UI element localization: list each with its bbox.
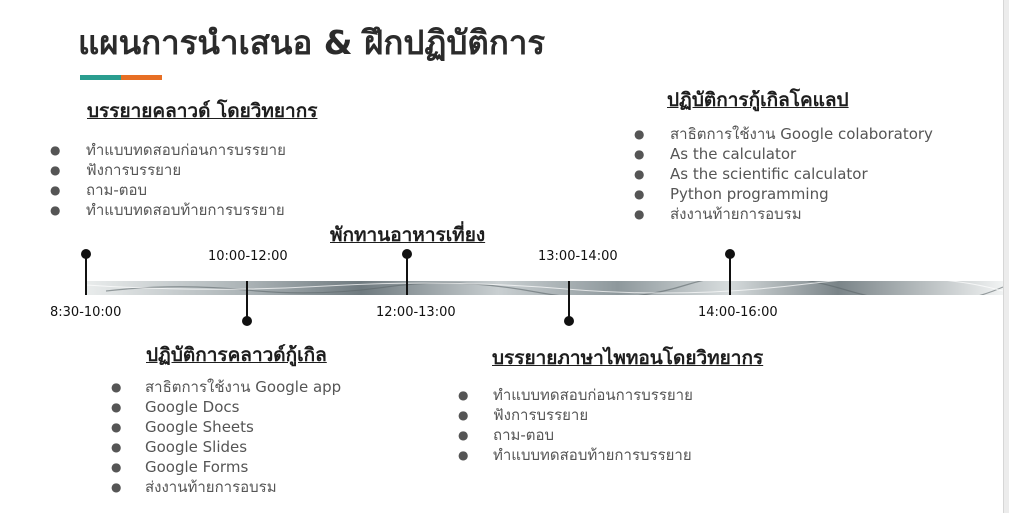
timeline-stem-2	[246, 281, 248, 319]
list-item: ●As the calculator	[634, 145, 797, 163]
timeline-stem-1	[85, 254, 87, 295]
timeline-band	[86, 281, 1003, 295]
bullet-icon: ●	[634, 187, 645, 201]
timeline-stem-5	[729, 254, 731, 295]
list-item: ●สาธิตการใช้งาน Google app	[111, 378, 342, 396]
bullet-icon: ●	[111, 440, 122, 454]
list-item: ●Python programming	[634, 185, 829, 203]
accent-orange-segment	[121, 75, 162, 80]
list-lecture-python: ●ทำแบบทดสอบก่อนการบรรยาย ●ฟังการบรรยาย ●…	[458, 385, 693, 465]
list-item: ●ถาม-ตอบ	[458, 426, 555, 444]
bullet-icon: ●	[634, 127, 645, 141]
list-item: ●Google Docs	[111, 398, 240, 416]
list-practice-cloud: ●สาธิตการใช้งาน Google app ●Google Docs …	[111, 377, 341, 497]
time-label-5: 14:00-16:00	[698, 305, 778, 320]
time-label-3: 12:00-13:00	[376, 305, 456, 320]
list-item: ●Google Sheets	[111, 418, 254, 436]
list-item: ●สาธิตการใช้งาน Google colaboratory	[634, 125, 933, 143]
heading-lecture-python: บรรยายภาษาไพทอนโดยวิทยากร	[492, 347, 764, 369]
bullet-icon: ●	[634, 147, 645, 161]
bullet-icon: ●	[634, 207, 645, 221]
bullet-icon: ●	[50, 163, 61, 177]
heading-practice-cloud: ปฏิบัติการคลาวด์กู้เกิล	[146, 344, 327, 366]
list-item: ●ส่งงานท้ายการอบรม	[111, 478, 277, 496]
timeline-stem-3	[406, 254, 408, 295]
list-item: ●ส่งงานท้ายการอบรม	[634, 205, 802, 223]
list-practice-colab: ●สาธิตการใช้งาน Google colaboratory ●As …	[634, 124, 933, 224]
accent-teal-segment	[80, 75, 121, 80]
slide-title: แผนการนำเสนอ & ฝึกปฏิบัติการ	[78, 23, 546, 62]
list-item: ●ทำแบบทดสอบท้ายการบรรยาย	[50, 201, 285, 219]
title-accent-bar	[80, 75, 162, 80]
bullet-icon: ●	[458, 448, 469, 462]
timeline-dot-2	[242, 316, 252, 326]
bullet-icon: ●	[50, 183, 61, 197]
heading-lecture-cloud: บรรยายคลาวด์ โดยวิทยากร	[87, 100, 318, 122]
timeline-dot-4	[564, 316, 574, 326]
bullet-icon: ●	[50, 203, 61, 217]
list-item: ●ถาม-ตอบ	[50, 181, 148, 199]
bullet-icon: ●	[458, 388, 469, 402]
heading-practice-colab: ปฏิบัติการกู้เกิลโคแลป	[667, 89, 849, 111]
bullet-icon: ●	[50, 143, 61, 157]
heading-lunch-break: พักทานอาหารเที่ยง	[330, 224, 486, 246]
list-item: ●ทำแบบทดสอบก่อนการบรรยาย	[50, 141, 286, 159]
bullet-icon: ●	[111, 480, 122, 494]
time-label-4: 13:00-14:00	[538, 249, 618, 264]
bullet-icon: ●	[458, 428, 469, 442]
list-item: ●ฟังการบรรยาย	[50, 161, 182, 179]
bullet-icon: ●	[111, 460, 122, 474]
list-item: ●Google Slides	[111, 438, 248, 456]
list-item: ●Google Forms	[111, 458, 249, 476]
bullet-icon: ●	[111, 420, 122, 434]
list-item: ●ทำแบบทดสอบท้ายการบรรยาย	[458, 446, 692, 464]
list-lecture-cloud: ●ทำแบบทดสอบก่อนการบรรยาย ●ฟังการบรรยาย ●…	[50, 140, 286, 220]
bullet-icon: ●	[634, 167, 645, 181]
timeline-stem-4	[568, 281, 570, 319]
time-label-2: 10:00-12:00	[208, 249, 288, 264]
list-item: ●ฟังการบรรยาย	[458, 406, 589, 424]
time-label-1: 8:30-10:00	[50, 305, 122, 320]
list-item: ●As the scientific calculator	[634, 165, 868, 183]
bullet-icon: ●	[458, 408, 469, 422]
list-item: ●ทำแบบทดสอบก่อนการบรรยาย	[458, 386, 693, 404]
slide-right-edge	[1003, 0, 1009, 513]
bullet-icon: ●	[111, 380, 122, 394]
bullet-icon: ●	[111, 400, 122, 414]
